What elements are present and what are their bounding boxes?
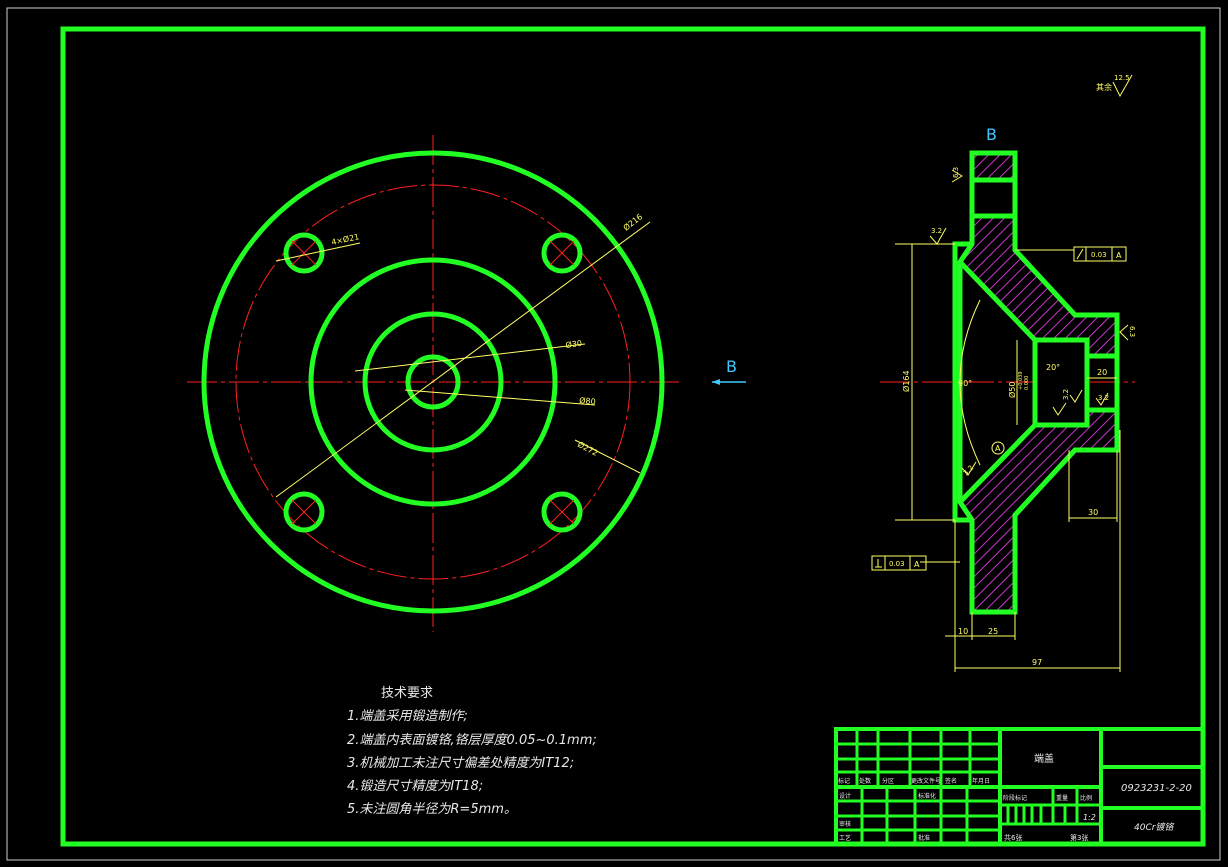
drawing-frame bbox=[60, 26, 1206, 847]
tol-frame-runout bbox=[1073, 246, 1127, 262]
title-block: 端盖 0923231-2-20 40Cr镀铬 1:2 共6张 第3张 标记 处数… bbox=[834, 727, 1205, 846]
tb-col-count: 处数 bbox=[859, 777, 871, 785]
tb-row-design: 设计 bbox=[839, 792, 851, 800]
tb-row-weight: 重量 bbox=[1056, 794, 1068, 802]
tb-sheet-total: 共6张 bbox=[1004, 833, 1022, 842]
tech-item-4: 4.锻造尺寸精度为IT18; bbox=[347, 779, 483, 794]
tech-requirements: 技术要求 1.端盖采用锻造制作; 2.端盖内表面镀铬,铬层厚度0.05~0.1m… bbox=[347, 686, 597, 817]
dim-80-label: Ø80 bbox=[579, 395, 596, 406]
tech-item-2: 2.端盖内表面镀铬,铬层厚度0.05~0.1mm; bbox=[347, 732, 597, 748]
tb-col-zone: 分区 bbox=[882, 777, 894, 785]
tb-col-date: 年月日 bbox=[972, 777, 990, 785]
dim-272-label: Ø272 bbox=[576, 439, 600, 458]
tol-frame-perp bbox=[871, 555, 927, 571]
tb-sheet-no: 第3张 bbox=[1070, 833, 1088, 842]
tol-runout-datum: A bbox=[1116, 251, 1122, 260]
tb-row-approve: 批准 bbox=[918, 834, 930, 842]
tb-row-scale: 比例 bbox=[1080, 794, 1092, 802]
dim-30: 30 bbox=[1088, 508, 1098, 517]
tb-drawing-no: 0923231-2-20 bbox=[1121, 783, 1192, 794]
tb-scale: 1:2 bbox=[1083, 813, 1096, 822]
tb-row-process: 工艺 bbox=[839, 834, 851, 842]
tol-runout-value: 0.03 bbox=[1091, 251, 1107, 259]
rough-remainder-label: 其余 bbox=[1096, 82, 1112, 92]
bore-circle bbox=[405, 354, 461, 410]
bolt-hole-br bbox=[541, 491, 583, 533]
bolt-circle bbox=[235, 184, 631, 580]
section-view-label: B bbox=[986, 125, 997, 144]
tb-col-sign: 签名 bbox=[945, 777, 957, 785]
section-dimension-lines bbox=[895, 243, 1121, 672]
dim-25: 25 bbox=[988, 627, 998, 636]
tol-perp-datum: A bbox=[914, 560, 920, 569]
dim-10: 10 bbox=[958, 627, 968, 636]
dim-50-tol-upper: +0.039 bbox=[1018, 371, 1024, 390]
tb-row-standard: 标准化 bbox=[918, 792, 936, 800]
view-arrow-label: B bbox=[726, 357, 737, 376]
tol-perp-value: 0.03 bbox=[889, 560, 905, 568]
tech-title: 技术要求 bbox=[381, 686, 433, 701]
hole-dim-label: 4×Ø21 bbox=[330, 231, 360, 247]
dim-20-deg: 20° bbox=[1046, 363, 1060, 372]
tb-part-name: 端盖 bbox=[1034, 752, 1054, 765]
rough-2: 3.2 bbox=[931, 227, 942, 235]
dim-50-tol-lower: 0.000 bbox=[1024, 376, 1030, 390]
rough-4: 3.2 bbox=[1062, 389, 1070, 400]
tech-item-1: 1.端盖采用锻造制作; bbox=[347, 709, 468, 724]
plan-view: 4×Ø21 Ø216 Ø30 Ø80 Ø272 B bbox=[187, 135, 746, 632]
dim-30-label: Ø30 bbox=[565, 338, 583, 350]
tb-material: 40Cr镀铬 bbox=[1134, 822, 1175, 833]
dim-97: 97 bbox=[1032, 658, 1042, 667]
rough-3: 6.3 bbox=[1128, 326, 1136, 337]
tb-col-mark: 标记 bbox=[838, 777, 850, 785]
tech-item-3: 3.机械加工未注尺寸偏差处精度为IT12; bbox=[347, 756, 574, 771]
section-left-profile bbox=[952, 241, 972, 523]
roughness-symbols bbox=[929, 74, 1133, 476]
sheet-border bbox=[6, 7, 1221, 861]
dim-164: Ø164 bbox=[901, 370, 911, 392]
tb-row-stage: 阶段标记 bbox=[1003, 794, 1027, 802]
bolt-hole-bl bbox=[283, 491, 325, 533]
rough-5: 3.2 bbox=[1098, 394, 1109, 402]
tb-col-change-doc: 更改文件号 bbox=[911, 777, 941, 785]
plan-centerlines bbox=[187, 135, 683, 632]
dim-20: 20 bbox=[1097, 368, 1107, 377]
plan-dimension-lines bbox=[275, 221, 651, 498]
inner-circle bbox=[362, 311, 504, 453]
section-bore bbox=[1032, 337, 1090, 428]
datum-a-label: A bbox=[995, 444, 1001, 453]
mid-circle bbox=[308, 257, 558, 507]
dim-90: 90° bbox=[958, 379, 972, 388]
dim-50: Ø50 bbox=[1007, 382, 1017, 398]
rough-remainder-value: 12.5 bbox=[1114, 74, 1130, 82]
section-flange-hole bbox=[969, 177, 1018, 219]
bolt-hole-tr bbox=[541, 232, 583, 274]
section-view: 0.03 A 0.03 A A 其余 12.5 6.3 3.2 6.3 bbox=[871, 74, 1136, 672]
outer-circle bbox=[201, 150, 665, 614]
view-arrow-b: B bbox=[712, 357, 746, 385]
tech-item-5: 5.未注圆角半径为R=5mm。 bbox=[347, 802, 517, 817]
datum-a-symbol bbox=[991, 441, 1005, 455]
bolt-hole-tl bbox=[283, 232, 325, 274]
tb-row-review: 审核 bbox=[839, 820, 851, 828]
rough-1: 6.3 bbox=[952, 167, 960, 178]
